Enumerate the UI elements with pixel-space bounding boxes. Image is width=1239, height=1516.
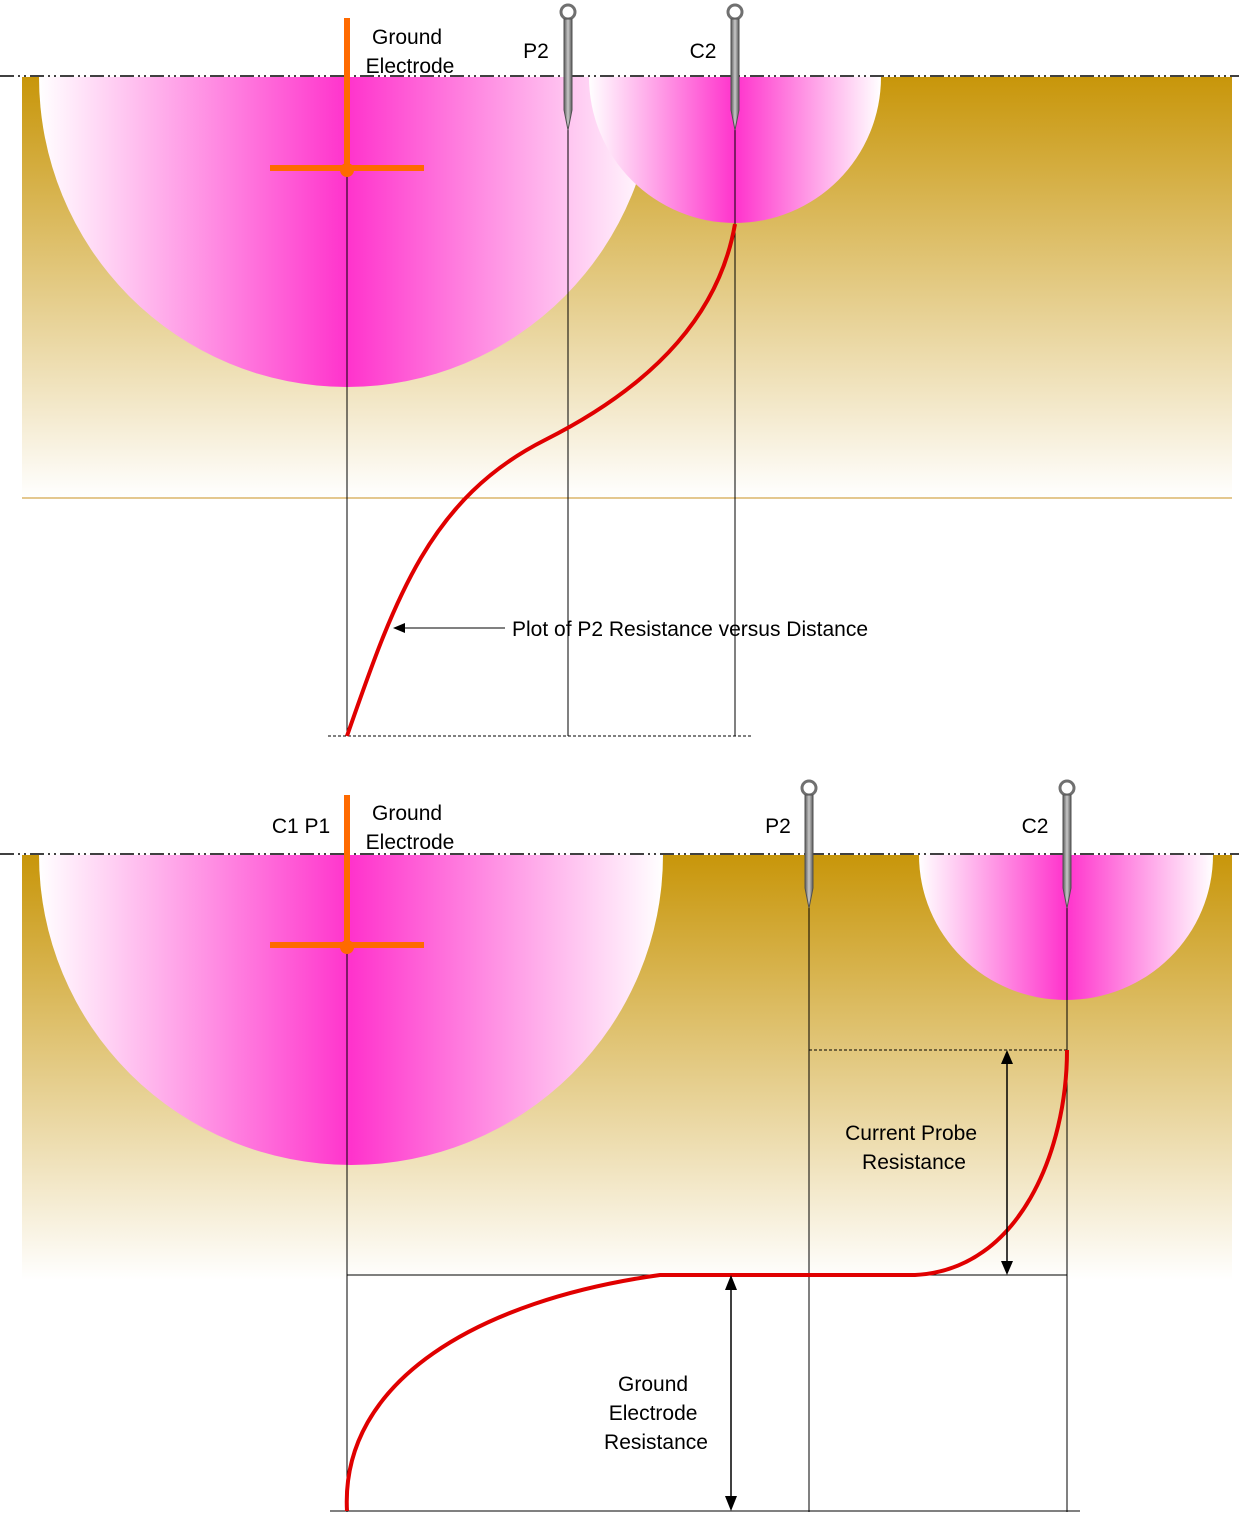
p2-label: P2 bbox=[523, 40, 549, 63]
p2-probe-icon bbox=[559, 3, 577, 131]
c2-label: C2 bbox=[690, 40, 717, 63]
current-probe-resistance-label: Current Probe Resistance bbox=[845, 1122, 983, 1174]
ground-electrode-label: Ground Electrode bbox=[366, 26, 455, 78]
top-panel: Ground Electrode P2 C2 Plot of P2 Resist… bbox=[0, 3, 1239, 737]
p2-probe-icon bbox=[800, 779, 818, 909]
current-probe-resistance-arrow bbox=[1001, 1050, 1013, 1275]
current-probe-hemisphere bbox=[919, 855, 1213, 1000]
ground-electrode-label: Ground Electrode bbox=[366, 802, 455, 854]
ground-electrode-resistance-label: Ground Electrode Resistance bbox=[604, 1373, 708, 1454]
curve-annotation-label: Plot of P2 Resistance versus Distance bbox=[512, 618, 868, 641]
bottom-panel: C1 P1 Ground Electrode P2 C2 Current Pro… bbox=[0, 779, 1239, 1512]
c2-label: C2 bbox=[1022, 815, 1049, 838]
c2-probe-icon bbox=[1058, 779, 1076, 909]
ground-electrode-resistance-arrow bbox=[725, 1275, 737, 1511]
p2-resistance-curve bbox=[344, 1049, 1069, 1512]
ground-electrode-rod bbox=[270, 18, 424, 177]
c1-p1-label: C1 P1 bbox=[272, 815, 330, 838]
p2-label: P2 bbox=[765, 815, 791, 838]
ground-electrode-hemisphere bbox=[39, 855, 663, 1165]
p2-resistance-curve bbox=[345, 223, 737, 737]
annotation-arrowhead bbox=[393, 623, 405, 633]
c2-probe-icon bbox=[726, 3, 744, 131]
ground-electrode-rod bbox=[270, 795, 424, 954]
